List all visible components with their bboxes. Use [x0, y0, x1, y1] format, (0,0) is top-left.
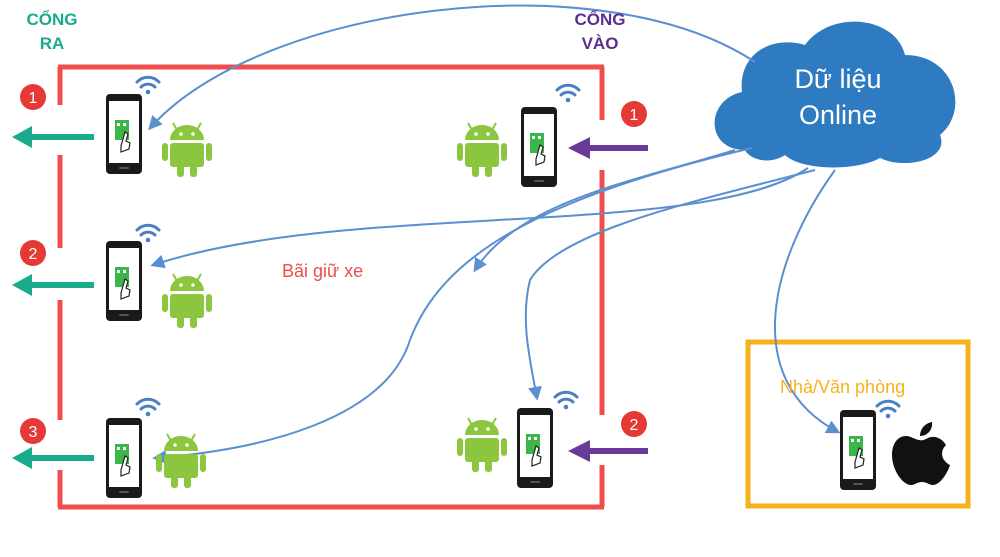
android-icon: [456, 417, 508, 473]
android-icon: [456, 122, 508, 178]
entry-gate-label-line1: CỔNG: [575, 10, 626, 29]
exit-arrow: [12, 274, 94, 296]
smartphone-icon: [516, 407, 554, 489]
lane-number: 2: [29, 246, 38, 263]
smartphone-icon: [520, 106, 558, 188]
wifi-icon: [555, 83, 581, 104]
lane-number-badge: [621, 101, 647, 127]
exit-gate-label-line2: RA: [40, 34, 65, 53]
parking-lot-label: Bãi giữ xe: [282, 261, 363, 281]
entry-gate-label-line2: VÀO: [582, 34, 619, 53]
entry-arrow: [568, 137, 648, 159]
link-cloud-office: [774, 169, 841, 434]
office-label: Nhà/Văn phòng: [780, 377, 905, 397]
cloud-label-line2: Online: [799, 100, 877, 130]
parking-lot-border: [57, 64, 605, 510]
link-cloud-entry-2: [524, 169, 816, 401]
lane-number: 1: [29, 90, 38, 107]
lane-number: 2: [630, 417, 639, 434]
entry-lane-2: 2: [456, 390, 648, 489]
exit-lane-1: 1: [12, 75, 213, 178]
entry-arrow: [568, 440, 648, 462]
wifi-icon: [135, 397, 161, 418]
apple-icon: [892, 422, 950, 486]
smartphone-icon: [105, 240, 143, 322]
exit-lane-2: 2: [12, 223, 213, 329]
cloud-shape: [714, 21, 956, 168]
lane-number: 1: [630, 107, 639, 124]
lane-number-badge: [20, 240, 46, 266]
link-cloud-exit-3: [152, 147, 753, 465]
wifi-icon: [135, 75, 161, 96]
link-cloud-exit-2: [150, 167, 809, 269]
exit-lane-3: 3: [12, 397, 207, 499]
wifi-icon: [875, 399, 901, 420]
smartphone-icon: [105, 417, 143, 499]
entry-lane-1: 1: [456, 83, 648, 188]
android-icon: [161, 122, 213, 178]
android-icon: [161, 273, 213, 329]
lane-number-badge: [20, 84, 46, 110]
link-cloud-entry-1: [473, 149, 736, 273]
cloud-label-line1: Dữ liệu: [794, 64, 881, 94]
lane-number-badge: [621, 411, 647, 437]
smartphone-icon: [839, 409, 877, 491]
data-sync-links: [148, 4, 841, 465]
exit-arrow: [12, 447, 94, 469]
wifi-icon: [553, 390, 579, 411]
office-border: [745, 339, 971, 509]
link-cloud-exit-1: [148, 4, 756, 131]
smartphone-icon: [105, 93, 143, 175]
exit-gate-label-line1: CỔNG: [27, 10, 78, 29]
lane-number: 3: [29, 424, 38, 441]
wifi-icon: [135, 223, 161, 244]
lane-number-badge: [20, 418, 46, 444]
exit-arrow: [12, 126, 94, 148]
android-icon: [155, 433, 207, 489]
office-device: [839, 399, 950, 491]
